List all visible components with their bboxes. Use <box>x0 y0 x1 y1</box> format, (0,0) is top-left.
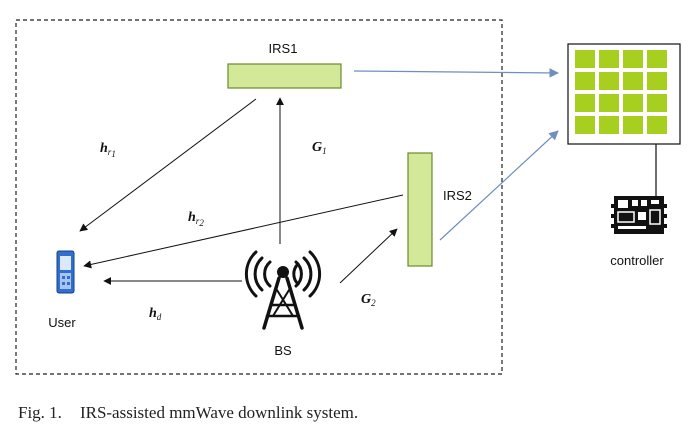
label-hr2: hr2 <box>188 210 204 228</box>
arrow-bs-to-irs2 <box>339 228 398 284</box>
label-g2: G2 <box>361 292 376 308</box>
bs-tower-icon <box>244 250 322 330</box>
arrow-irs2-to-user <box>83 194 404 269</box>
controller-board-icon <box>611 196 667 234</box>
irs2-panel <box>407 152 433 267</box>
figure-caption-text: IRS-assisted mmWave downlink system. <box>79 403 359 422</box>
user-label: User <box>48 315 76 330</box>
user-phone-icon <box>56 250 75 294</box>
irs1-panel <box>227 63 342 89</box>
irs1-label: IRS1 <box>269 41 298 56</box>
arrow-irs2-to-controller <box>439 130 559 241</box>
label-hr1: hr1 <box>100 141 116 159</box>
bs-label: BS <box>274 343 292 358</box>
figure-caption: Fig. 1. IRS-assisted mmWave downlink syst… <box>18 403 678 423</box>
controller-label: controller <box>610 253 664 268</box>
label-hd: hd <box>149 306 162 322</box>
controller-grid <box>567 43 681 145</box>
arrow-irs1-to-controller <box>353 68 559 78</box>
figure-number: Fig. 1. <box>18 403 62 422</box>
irs2-label: IRS2 <box>443 188 472 203</box>
arrow-irs1-to-user <box>79 98 257 232</box>
label-g1: G1 <box>312 140 327 156</box>
